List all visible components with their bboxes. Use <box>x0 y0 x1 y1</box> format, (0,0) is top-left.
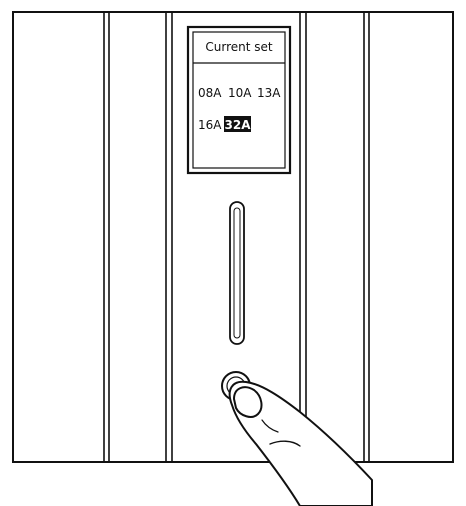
selected-option-highlight <box>224 116 251 132</box>
display-screen: Current set 08A 10A 13A 16A 32A <box>186 25 292 175</box>
option-10a: 10A <box>228 86 252 100</box>
panel-seams <box>103 12 370 462</box>
finger-pressing-icon <box>228 380 373 506</box>
led-indicator <box>229 201 245 345</box>
option-16a: 16A <box>198 118 222 132</box>
option-13a: 13A <box>257 86 281 100</box>
display-inner <box>192 31 286 169</box>
display-title: Current set <box>205 40 273 54</box>
option-32a-selected: 32A <box>225 118 252 132</box>
option-08a: 08A <box>198 86 222 100</box>
